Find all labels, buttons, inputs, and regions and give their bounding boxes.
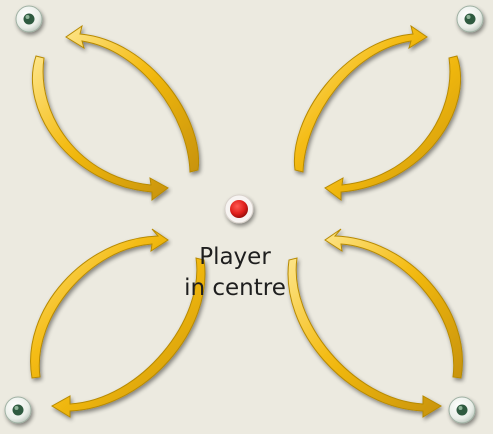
- cone-bottom-right: [449, 397, 475, 423]
- caption-line-1: Player: [150, 242, 320, 273]
- cone-marker-icon: [13, 405, 24, 416]
- arrow-loop-top-right: [294, 26, 460, 200]
- cone-marker-icon: [24, 14, 35, 25]
- cone-marker-icon: [457, 405, 468, 416]
- player-marker-icon: [230, 200, 248, 218]
- cone-top-right: [457, 6, 483, 32]
- player-caption: Player in centre: [150, 242, 320, 304]
- arrow-loop-top-left: [32, 26, 198, 200]
- player-center: [225, 195, 253, 223]
- cone-marker-icon: [465, 14, 476, 25]
- caption-line-2: in centre: [150, 273, 320, 304]
- cone-bottom-left: [5, 397, 31, 423]
- cone-top-left: [16, 6, 42, 32]
- curved-arrow-icon: [294, 26, 427, 172]
- curved-arrow-icon: [66, 26, 199, 172]
- curved-arrow-icon: [325, 229, 462, 378]
- curved-arrow-icon: [31, 229, 168, 378]
